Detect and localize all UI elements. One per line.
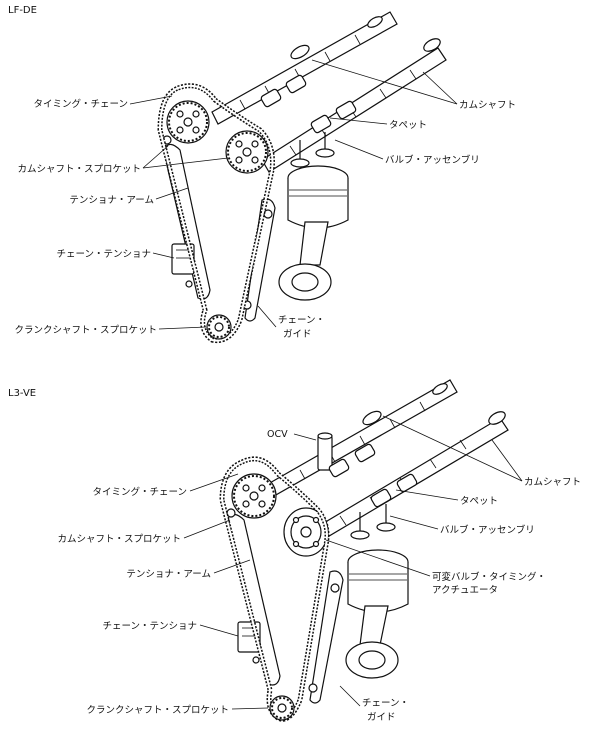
diagram-title: LF-DE: [8, 5, 37, 16]
tappets: [328, 443, 418, 508]
camshaft-sprocket: [231, 473, 277, 519]
label-camshaft-sprocket: カムシャフト・スプロケット: [17, 164, 141, 175]
tappets: [260, 74, 357, 134]
label-tappet: タペット: [460, 496, 498, 507]
diagram-l3-ve: L3-VE: [8, 379, 581, 723]
diagram-lf-de: LF-DE: [8, 5, 516, 344]
label-chain-guide-line1: チェーン・: [278, 315, 325, 326]
timing-chain: [219, 456, 330, 722]
valve-assemblies: [290, 132, 335, 168]
vvt-actuator: [283, 507, 329, 557]
label-tensioner-arm: テンショナ・アーム: [69, 195, 154, 206]
label-vvt-actuator-line1: 可変バルブ・タイミング・: [432, 571, 546, 583]
label-tensioner-arm: テンショナ・アーム: [126, 569, 211, 580]
valve-assemblies: [350, 504, 396, 540]
label-chain-tensioner: チェーン・テンショナ: [102, 621, 197, 632]
piston-connecting-rod: [345, 549, 409, 679]
chain-tensioner: [237, 621, 261, 664]
camshaft-upper: [267, 379, 458, 497]
label-camshaft-sprocket: カムシャフト・スプロケット: [57, 534, 181, 545]
label-camshaft: カムシャフト: [459, 100, 516, 111]
label-chain-guide-line2: ガイド: [283, 329, 312, 340]
label-chain-guide-line1: チェーン・: [362, 698, 409, 709]
timing-chain: [157, 83, 275, 344]
leader-lines: [183, 415, 523, 710]
camshaft-sprocket-2: [225, 130, 269, 174]
label-vvt-actuator-line2: アクチュエータ: [432, 585, 498, 596]
label-chain-guide-line2: ガイド: [367, 712, 396, 723]
camshaft-upper: [211, 11, 398, 125]
chain-guide: [308, 570, 344, 704]
label-valve-assembly: バルブ・アッセンブリ: [440, 524, 535, 536]
ocv-valve: [317, 432, 333, 471]
crankshaft-sprocket: [206, 314, 232, 340]
label-tappet: タペット: [389, 120, 427, 131]
chain-guide: [242, 198, 276, 322]
crankshaft-sprocket: [269, 695, 295, 721]
camshaft-sprocket-1: [166, 100, 210, 144]
piston-connecting-rod: [278, 165, 349, 301]
label-valve-assembly: バルブ・アッセンブリ: [385, 154, 480, 166]
label-camshaft: カムシャフト: [524, 477, 581, 488]
label-crankshaft-sprocket: クランクシャフト・スプロケット: [86, 705, 229, 716]
leader-lines: [129, 59, 458, 330]
camshaft-lower: [261, 38, 447, 173]
label-chain-tensioner: チェーン・テンショナ: [56, 249, 151, 260]
label-timing-chain: タイミング・チェーン: [33, 98, 128, 110]
label-timing-chain: タイミング・チェーン: [92, 486, 187, 498]
diagram-title: L3-VE: [8, 388, 36, 399]
label-ocv: OCV: [267, 429, 288, 440]
label-crankshaft-sprocket: クランクシャフト・スプロケット: [14, 325, 157, 336]
